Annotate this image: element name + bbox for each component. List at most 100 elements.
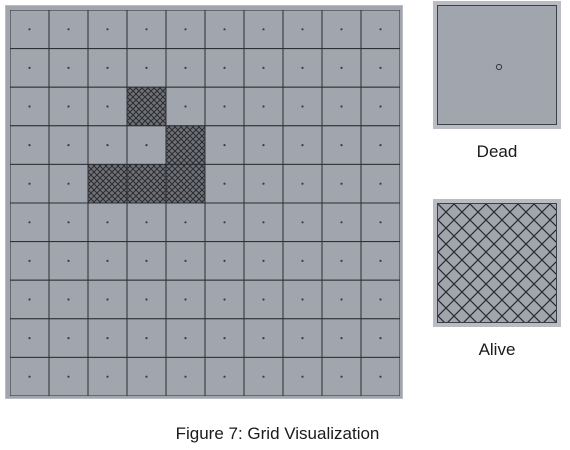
cell-dot xyxy=(262,337,265,340)
legend-alive-swatch xyxy=(433,199,561,327)
cell-dot xyxy=(67,337,70,340)
cell-dot xyxy=(340,144,343,147)
cell-dot xyxy=(340,259,343,262)
legend-dead-swatch xyxy=(433,1,561,129)
cell-dot xyxy=(145,221,148,224)
cell-dot xyxy=(340,28,343,31)
cell-dot xyxy=(28,66,31,69)
legend-alive-inner xyxy=(437,203,557,323)
cell-dot xyxy=(67,105,70,108)
cell-dot xyxy=(262,105,265,108)
cell-dot xyxy=(301,337,304,340)
cell-dot xyxy=(184,337,187,340)
cell-alive xyxy=(165,163,206,204)
cell-dot xyxy=(379,375,382,378)
cell-dot xyxy=(223,182,226,185)
cell-dot xyxy=(262,375,265,378)
cell-dot xyxy=(379,298,382,301)
cell-dot xyxy=(145,337,148,340)
cell-dot xyxy=(223,66,226,69)
cell-dot xyxy=(223,259,226,262)
alive-hatch-icon xyxy=(438,204,556,322)
cell-dot xyxy=(379,182,382,185)
cell-alive xyxy=(126,163,167,204)
cell-dot xyxy=(28,28,31,31)
cell-dot xyxy=(106,221,109,224)
cell-dead xyxy=(360,86,400,127)
cell-dot xyxy=(223,28,226,31)
grid-board xyxy=(5,5,403,399)
cell-dot xyxy=(67,375,70,378)
cell-dot xyxy=(67,221,70,224)
cell-dot xyxy=(379,259,382,262)
cell-dot xyxy=(301,375,304,378)
cell-dot xyxy=(106,259,109,262)
cell-dot xyxy=(340,66,343,69)
cell-dot xyxy=(67,66,70,69)
cell-dot xyxy=(67,259,70,262)
cell-dead xyxy=(282,279,323,320)
legend-dead-inner xyxy=(437,5,557,125)
cell-dot xyxy=(262,144,265,147)
cell-dot xyxy=(340,298,343,301)
cell-dot xyxy=(106,66,109,69)
cell-dot xyxy=(28,144,31,147)
cell-dot xyxy=(145,375,148,378)
cell-dot xyxy=(184,221,187,224)
cell-dot xyxy=(379,28,382,31)
cell-dot xyxy=(145,259,148,262)
figure-caption: Figure 7: Grid Visualization xyxy=(175,424,380,443)
cell-dot xyxy=(106,298,109,301)
cell-dot xyxy=(379,221,382,224)
cell-dot xyxy=(184,375,187,378)
cell-dot xyxy=(28,375,31,378)
cell-dot xyxy=(340,337,343,340)
cell-dot xyxy=(28,259,31,262)
cell-dot xyxy=(223,337,226,340)
cell-dot xyxy=(223,144,226,147)
cell-dot xyxy=(184,66,187,69)
cell-alive xyxy=(126,86,167,127)
cell-dot xyxy=(262,66,265,69)
cell-dot xyxy=(262,28,265,31)
cell-dot xyxy=(379,144,382,147)
cell-dot xyxy=(145,298,148,301)
cell-dot xyxy=(184,105,187,108)
cell-alive xyxy=(165,125,206,165)
cell-dot xyxy=(262,221,265,224)
cell-dot xyxy=(145,66,148,69)
cell-dot xyxy=(67,144,70,147)
cell-alive xyxy=(87,163,128,204)
cell-dot xyxy=(340,182,343,185)
cell-dot xyxy=(184,298,187,301)
cell-dot xyxy=(28,221,31,224)
cell-dot xyxy=(262,298,265,301)
cell-dot xyxy=(28,337,31,340)
cell-dot xyxy=(301,259,304,262)
cell-dot xyxy=(340,221,343,224)
cell-dot xyxy=(67,182,70,185)
cell-dot xyxy=(184,259,187,262)
cell-dot xyxy=(301,298,304,301)
cell-dot xyxy=(379,66,382,69)
cell-dot xyxy=(340,375,343,378)
cell-dot xyxy=(340,105,343,108)
cell-dot xyxy=(28,182,31,185)
cell-dot xyxy=(106,144,109,147)
cell-dot xyxy=(301,144,304,147)
cell-dot xyxy=(106,105,109,108)
cell-dead xyxy=(48,356,89,396)
cell-dot xyxy=(67,298,70,301)
cell-dot xyxy=(301,66,304,69)
legend-dead-label: Dead xyxy=(476,142,518,161)
cell-dot xyxy=(67,28,70,31)
cell-dot xyxy=(184,28,187,31)
cell-dot xyxy=(223,221,226,224)
cell-dot xyxy=(223,298,226,301)
cell-dot xyxy=(262,259,265,262)
cell-dot xyxy=(223,375,226,378)
cell-dot xyxy=(262,182,265,185)
cell-dot xyxy=(223,105,226,108)
cell-dot xyxy=(379,105,382,108)
cell-dot xyxy=(145,28,148,31)
